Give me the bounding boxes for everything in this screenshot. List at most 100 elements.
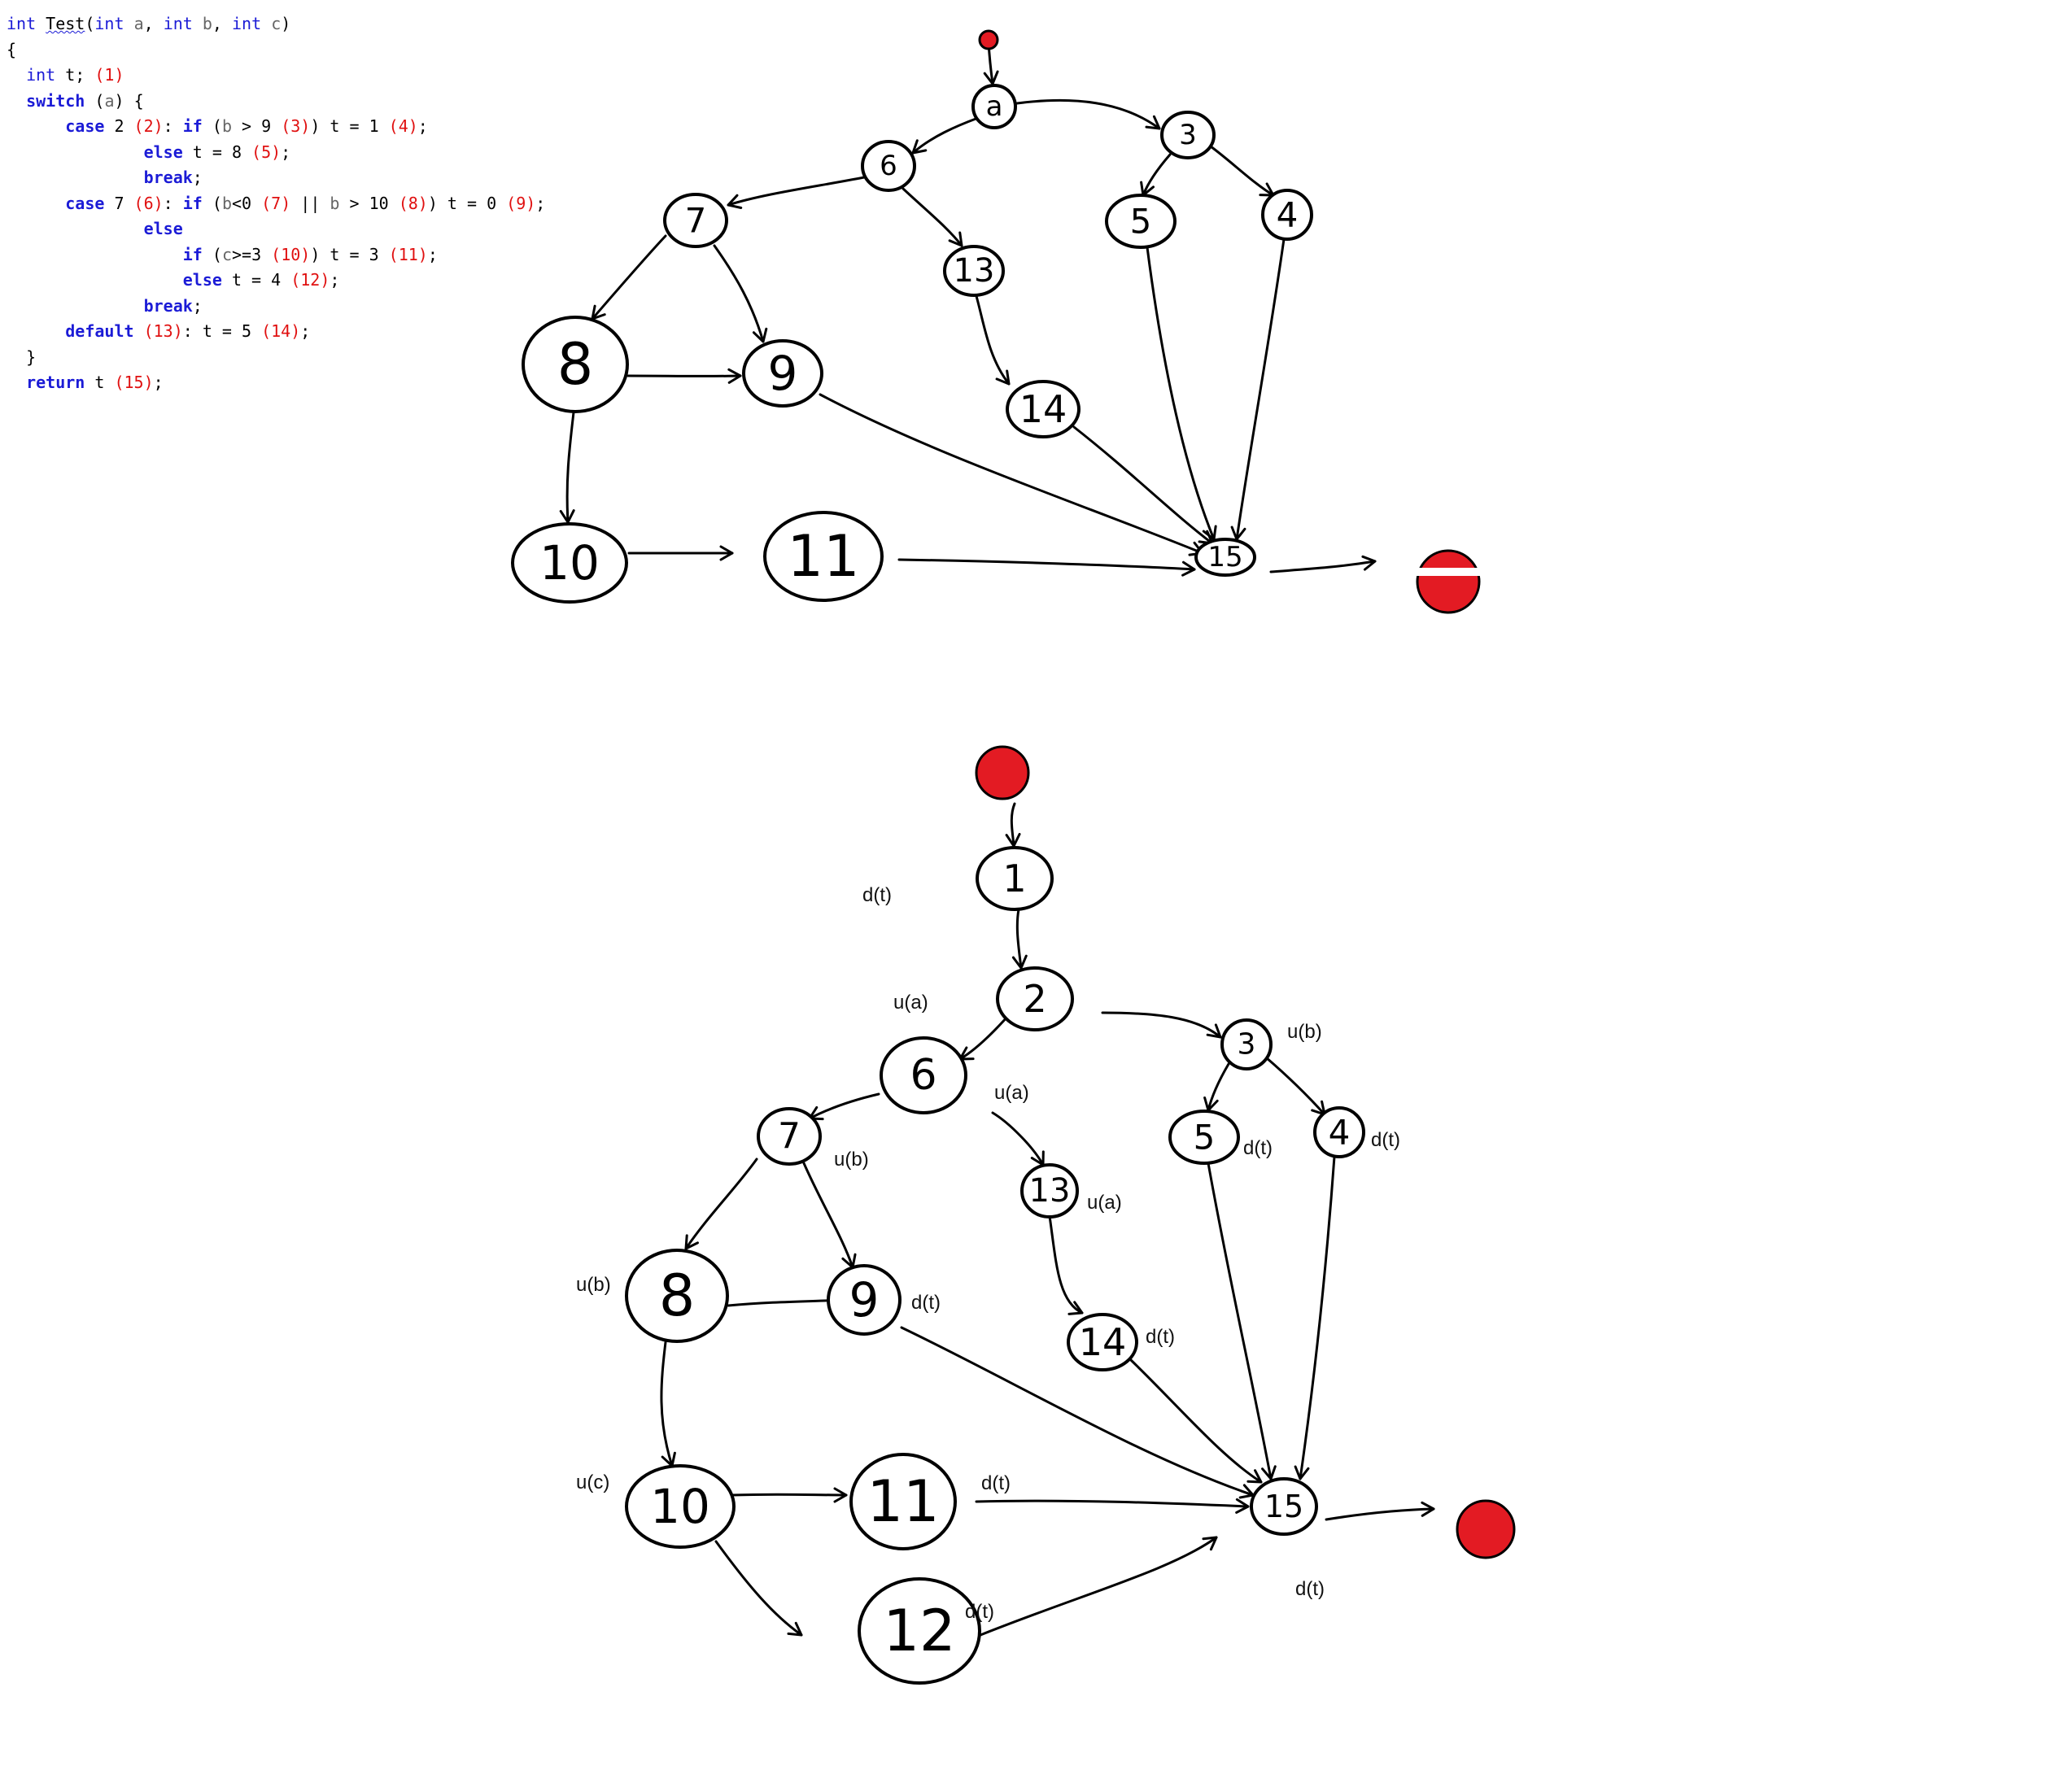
- code-token: : t = 5: [182, 321, 262, 341]
- code-token: :: [163, 116, 183, 136]
- code-line: if (c>=3 (10)) t = 3 (11);: [7, 242, 545, 268]
- annotation-8: u(b): [576, 1274, 611, 1296]
- top-edge-4-15: [1230, 238, 1286, 541]
- top-edge-2-6: [911, 116, 980, 155]
- code-token: (: [85, 14, 95, 33]
- node-14-outline: [1067, 1313, 1138, 1371]
- code-token: ;: [300, 321, 311, 341]
- top-edge-3-5: [1140, 153, 1172, 197]
- code-token: else: [143, 142, 183, 162]
- top-edge-2-3: [1015, 98, 1161, 130]
- node-14-outline: [1006, 380, 1081, 438]
- top-edge-6-13: [902, 187, 963, 247]
- code-line: int t; (1): [7, 63, 545, 89]
- code-token: ) {: [114, 90, 144, 111]
- code-token: a: [104, 90, 115, 111]
- node-14: 14: [1006, 380, 1081, 438]
- code-token: :: [163, 193, 183, 213]
- node-11-outline: [849, 1453, 957, 1550]
- node-1-label: 1: [1002, 857, 1026, 900]
- code-line: return t (15);: [7, 370, 545, 396]
- node-10: 10: [625, 1464, 736, 1549]
- node-15-label: 15: [1207, 541, 1242, 573]
- bottom-edge-5-15: [1207, 1162, 1277, 1480]
- bottom-edge-13-14: [1048, 1214, 1084, 1315]
- node-4: 4: [1313, 1106, 1365, 1158]
- node-13: 13: [943, 245, 1005, 297]
- code-token: default: [65, 321, 134, 341]
- node-7-outline: [757, 1107, 822, 1166]
- bottom-edge-start-1: [1005, 802, 1021, 848]
- bottom-edge-7-9: [802, 1162, 857, 1269]
- node-6-label: 6: [910, 1051, 936, 1100]
- top-end-terminal-gap: [1416, 568, 1484, 576]
- code-token: (14): [261, 321, 301, 341]
- node-14-label: 14: [1019, 387, 1067, 431]
- bottom-edge-2-6: [958, 1015, 1009, 1061]
- node-14: 14: [1067, 1313, 1138, 1371]
- code-token: (8): [398, 193, 428, 213]
- bottom-edge-9-15: [900, 1326, 1255, 1499]
- annotation-7: u(b): [834, 1149, 869, 1171]
- bottom-edge-2-3: [1101, 1011, 1222, 1039]
- annotation-14: d(t): [1146, 1326, 1175, 1348]
- node-15-outline: [1194, 538, 1256, 577]
- code-token: t = 4: [221, 270, 291, 290]
- node-2: a: [971, 84, 1017, 129]
- code-token: (: [202, 116, 222, 136]
- node-9: 9: [742, 339, 823, 408]
- code-token: else: [182, 270, 222, 290]
- code-token: break: [143, 295, 193, 316]
- annotation-2: u(a): [893, 992, 928, 1014]
- code-token: case: [65, 116, 105, 136]
- top-edge-3-4: [1209, 145, 1275, 197]
- node-4-label: 4: [1277, 195, 1299, 235]
- code-token: c: [221, 244, 232, 264]
- code-token: (7): [261, 193, 291, 213]
- code-token: t = 8: [182, 142, 252, 162]
- top-edge-9-15: [819, 393, 1204, 556]
- bottom-end-terminal: [1456, 1499, 1516, 1559]
- node-13: 13: [1020, 1163, 1079, 1219]
- node-14-label: 14: [1079, 1320, 1127, 1364]
- annotation-10: u(c): [576, 1472, 609, 1493]
- code-token: if: [182, 244, 203, 264]
- node-12: 12: [858, 1577, 981, 1685]
- source-code: int Test(int a, int b, int c){ int t; (1…: [7, 11, 545, 396]
- code-token: ,: [212, 14, 233, 33]
- bottom-edge-15-end: [1325, 1501, 1435, 1521]
- node-4-label: 4: [1329, 1113, 1351, 1153]
- bottom-edge-8-10: [660, 1341, 676, 1467]
- node-2-outline: [971, 84, 1017, 129]
- code-token: ;: [535, 193, 546, 213]
- node-7-label: 7: [685, 201, 707, 241]
- code-token: t: [85, 373, 115, 392]
- code-token: (1): [94, 65, 124, 85]
- node-7-label: 7: [778, 1116, 801, 1158]
- code-token: case: [65, 193, 105, 213]
- node-15: 15: [1194, 538, 1256, 577]
- code-token: (10): [271, 244, 311, 264]
- code-token: b: [330, 193, 340, 213]
- node-15: 15: [1250, 1477, 1318, 1536]
- annotation-15: d(t): [1295, 1578, 1325, 1600]
- code-line: else t = 4 (12);: [7, 268, 545, 294]
- node-12-outline: [858, 1577, 981, 1685]
- node-10-label: 10: [650, 1479, 710, 1534]
- code-token: ) t = 1: [310, 116, 389, 136]
- annotation-12: d(t): [965, 1601, 994, 1623]
- node-12-label: 12: [883, 1598, 955, 1664]
- bottom-edge-12-15: [979, 1536, 1218, 1637]
- node-10: 10: [511, 522, 628, 604]
- annotation-3: u(b): [1287, 1021, 1322, 1043]
- node-13-outline: [943, 245, 1005, 297]
- node-8: 8: [625, 1249, 729, 1343]
- top-edge-5-15: [1146, 246, 1217, 541]
- code-token: (5): [251, 142, 282, 162]
- code-token: c: [271, 14, 282, 33]
- code-token: ;: [417, 116, 428, 136]
- code-line: int Test(int a, int b, int c): [7, 11, 545, 37]
- node-3-label: 3: [1238, 1028, 1256, 1062]
- node-11-outline: [763, 511, 884, 602]
- code-token: if: [182, 116, 203, 136]
